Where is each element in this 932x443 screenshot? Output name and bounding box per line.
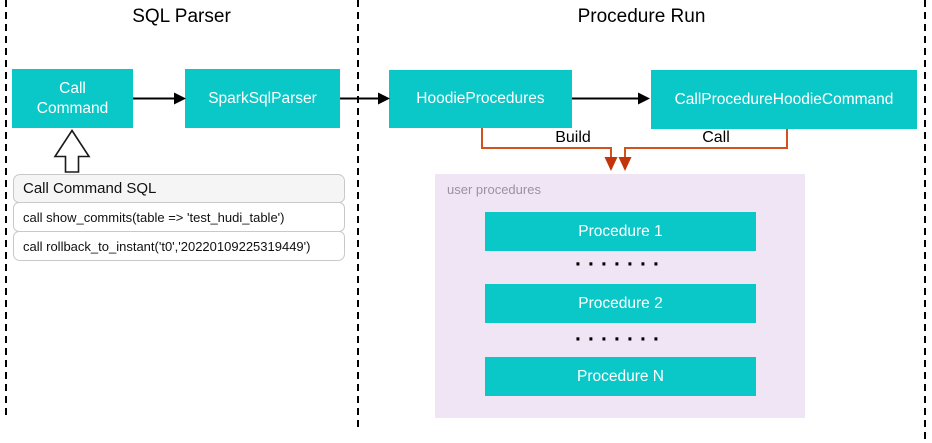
- spark-sql-parser-label: SparkSqlParser: [208, 89, 317, 107]
- sql-panel-header: Call Command SQL: [13, 174, 345, 203]
- sql-command-row: call show_commits(table => 'test_hudi_ta…: [13, 202, 345, 232]
- build-edge-label: Build: [555, 129, 591, 146]
- procedure-2-node: Procedure 2: [485, 284, 756, 323]
- user-procedures-label: user procedures: [447, 182, 541, 197]
- call-edge-label: Call: [702, 129, 730, 146]
- right-dashed-border: [924, 0, 926, 441]
- sql-command-row: call rollback_to_instant('t0','202201092…: [13, 231, 345, 261]
- call-command-sql-panel: Call Command SQL call show_commits(table…: [13, 174, 345, 261]
- arrow-hoodie-to-call-procedure: [572, 92, 650, 105]
- ellipsis-dots: ·······: [575, 253, 666, 276]
- arrow-call-command-to-parser: [133, 92, 186, 105]
- section-divider-dashed: [357, 0, 359, 431]
- procedure-1-node: Procedure 1: [485, 212, 756, 251]
- spark-sql-parser-node: SparkSqlParser: [185, 69, 340, 128]
- procedure-run-section-title: Procedure Run: [577, 6, 706, 27]
- call-command-label: Call Command: [36, 80, 109, 117]
- left-dashed-border: [5, 0, 7, 416]
- sql-parser-section-title: SQL Parser: [132, 6, 231, 27]
- build-call-connectors: [481, 128, 788, 171]
- call-command-node: Call Command: [12, 69, 133, 128]
- hoodie-procedures-node: HoodieProcedures: [389, 70, 572, 128]
- procedure-n-node: Procedure N: [485, 357, 756, 396]
- user-procedures-panel: user procedures Procedure 1 ······· Proc…: [435, 174, 805, 418]
- up-arrow-sql-to-call-command: [53, 129, 91, 173]
- hoodie-procedures-label: HoodieProcedures: [416, 90, 545, 108]
- call-procedure-hoodie-command-label: CallProcedureHoodieCommand: [674, 90, 894, 108]
- call-procedure-hoodie-command-node: CallProcedureHoodieCommand: [651, 70, 917, 129]
- ellipsis-dots: ·······: [575, 328, 666, 351]
- arrow-parser-to-hoodie-procedures: [340, 92, 390, 105]
